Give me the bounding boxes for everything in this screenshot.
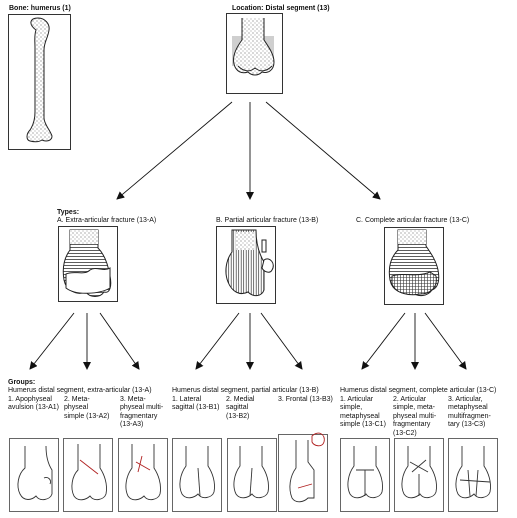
types-heading: Types: [57, 209, 80, 216]
bone-label: Bone: humerus (1) [9, 5, 71, 12]
group-a-subtitle: Humerus distal segment, extra-articular … [8, 387, 152, 394]
group-a1-sketch [17, 445, 53, 501]
type-b-label: B. Partial articular fracture (13-B) [216, 217, 319, 224]
type-a-label: A. Extra-articular fracture (13-A) [57, 217, 157, 224]
group-a2-sketch [71, 444, 107, 501]
location-label: Location: Distal segment (13) [232, 5, 330, 12]
type-arrows [116, 101, 381, 200]
group-c3-sketch [455, 446, 491, 499]
group-b3-label: 3. Frontal (13-B3) [278, 396, 333, 403]
group-arrows [29, 312, 467, 370]
humerus-illustration [26, 17, 53, 143]
group-a3-label: 3. Meta-physeal multi-fragmentary(13-A3) [120, 396, 164, 429]
group-c1-sketch [347, 446, 383, 499]
group-a3-panel [118, 438, 168, 512]
groups-heading: Groups: [8, 379, 36, 386]
group-b1-panel [172, 438, 222, 512]
type-c-label: C. Complete articular fracture (13-C) [356, 217, 470, 224]
group-b3-panel [278, 434, 328, 512]
distal-segment-illustration [232, 18, 275, 76]
group-c-subtitle: Humerus distal segment, complete articul… [340, 387, 497, 394]
type-c-illustration [388, 229, 440, 297]
group-b3-sketch [289, 432, 325, 503]
group-a2-panel [63, 438, 113, 512]
group-b-subtitle: Humerus distal segment, partial articula… [172, 387, 319, 394]
group-a1-panel [9, 438, 59, 512]
group-b2-sketch [233, 446, 269, 499]
type-a-illustration [62, 229, 112, 297]
group-b1-sketch [179, 446, 215, 499]
group-c3-panel [448, 438, 498, 512]
type-b-illustration [225, 229, 274, 297]
group-a3-sketch [125, 444, 161, 501]
group-c2-sketch [401, 446, 437, 499]
